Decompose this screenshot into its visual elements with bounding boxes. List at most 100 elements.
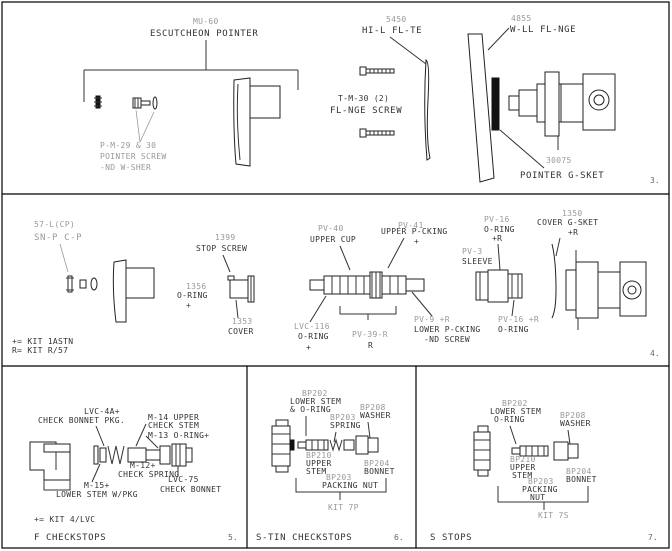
panel-number-5: 5. xyxy=(228,533,238,542)
handle-part xyxy=(112,259,155,323)
stop-screw-label: STOP SCREW xyxy=(196,244,247,253)
lvc116-plus: + xyxy=(306,343,311,352)
lvc4-label: CHECK BONNET PKG. xyxy=(38,416,125,425)
m14-code: M-14 UPPER xyxy=(148,413,199,422)
p6-d-label-1: UPPER xyxy=(306,459,332,468)
cover-label: COVER xyxy=(228,327,254,336)
panel-number-7: 7. xyxy=(648,533,658,542)
stop-screw-code: 1399 xyxy=(215,233,235,242)
wall-flange-label: W-LL FL-NGE xyxy=(510,25,576,35)
flange-label: HI-L FL-TE xyxy=(362,26,422,36)
cover-gasket-part xyxy=(551,243,557,319)
oring-label: O-RING xyxy=(177,291,208,300)
sleeve-part xyxy=(475,269,523,303)
kit-key-1: += KIT 1ASTN xyxy=(12,337,73,346)
p6-e-label: BONNET xyxy=(364,467,395,476)
p7-kit: KIT 7S xyxy=(538,511,569,520)
s-stop-body-part xyxy=(473,425,491,477)
pv39-code: PV-39-R xyxy=(352,330,388,339)
p7-c-label: WASHER xyxy=(560,419,591,428)
flange-code: 5450 xyxy=(386,15,406,24)
p7-f-code: BP203 xyxy=(528,477,554,486)
cover-gasket-plus: +R xyxy=(568,228,578,237)
p7-c-code: BP208 xyxy=(560,411,586,420)
satin-checkstops-title: S-TIN CHECKSTOPS xyxy=(256,533,352,543)
pointer-screw-code: P-M-29 & 30 xyxy=(100,141,156,150)
p6-c-label: WASHER xyxy=(360,411,391,420)
flange-screw-part-bottom xyxy=(359,128,395,138)
lvc116-code: LVC-116 xyxy=(294,322,330,331)
flange-screw-part-top xyxy=(359,66,395,76)
hi-l-flange-part xyxy=(424,59,431,161)
escutcheon-bracket xyxy=(83,40,299,102)
p6-f-label: PACKING NUT xyxy=(322,481,378,490)
pointer-screw-part xyxy=(94,95,102,109)
pv16a-plus: +R xyxy=(492,234,502,243)
kit-key-2: R= KIT R/57 xyxy=(12,346,68,355)
satin-stem-part xyxy=(297,435,379,455)
p7-a-label-2: O-RING xyxy=(494,415,525,424)
pv16b-label: O-RING xyxy=(498,325,529,334)
pv16a-label: O-RING xyxy=(484,225,515,234)
pv9-code: PV-9 +R xyxy=(414,315,450,324)
pointer-gasket-label: POINTER G-SKET xyxy=(520,171,604,181)
valve-body-part xyxy=(508,71,616,150)
p6-b-label: SPRING xyxy=(330,421,361,430)
p6-a-label-1: LOWER STEM xyxy=(290,397,341,406)
cover-code: 1353 xyxy=(232,317,252,326)
p7-f-label-2: NUT xyxy=(530,493,545,502)
m15-code: M-15+ xyxy=(84,481,110,490)
p6-e-code: BP204 xyxy=(364,459,390,468)
f-kit-key: += KIT 4/LVC xyxy=(34,515,95,524)
p6-f-code: BP203 xyxy=(326,473,352,482)
pv9-label-2: -ND SCREW xyxy=(424,335,470,344)
panel-stem: 57-L(CP) SN-P C-P 1399 STOP SCREW 1356 O… xyxy=(12,209,660,358)
p7-e-label: BONNET xyxy=(566,475,597,484)
pv3-code: PV-3 xyxy=(462,247,482,256)
pv41-label: UPPER P-CKING xyxy=(381,227,448,236)
panel-satin-checkstops: BP202 LOWER STEM & O-RING BP203 SPRING B… xyxy=(256,389,404,543)
pointer-gasket-part xyxy=(491,77,500,131)
pointer-washer-label: -ND W-SHER xyxy=(100,163,151,172)
check-stem-assembly-part xyxy=(93,443,193,467)
panel-f-checkstops: LVC-4A+ CHECK BONNET PKG. M-14 UPPER CHE… xyxy=(29,407,238,543)
pv16a-code: PV-16 xyxy=(484,215,510,224)
f-checkstops-title: F CHECKSTOPS xyxy=(34,533,106,543)
m14-label: CHECK STEM xyxy=(148,421,199,430)
p7-d-label-1: UPPER xyxy=(510,463,536,472)
oring-plus: + xyxy=(186,301,191,310)
p7-d-code: BP210 xyxy=(510,455,536,464)
wall-flange-part xyxy=(467,33,495,183)
p7-d-label-2: STEM xyxy=(512,471,532,480)
pv40-code: PV-40 xyxy=(318,224,344,233)
wall-flange-code: 4855 xyxy=(511,14,531,23)
panel-number-3: 3. xyxy=(650,176,660,185)
pointer-gasket-code: 30075 xyxy=(546,156,572,165)
m13-code: M-13 O-RING+ xyxy=(148,431,209,440)
oring-code: 1356 xyxy=(186,282,206,291)
pv16b-code: PV-16 +R xyxy=(498,315,539,324)
lvc75-code: LVC-75 xyxy=(168,475,199,484)
snap-cap-part xyxy=(66,275,98,293)
s-stop-stem-part xyxy=(511,441,579,461)
p6-d-code: BP210 xyxy=(306,451,332,460)
cover-gasket-code: 1350 xyxy=(562,209,582,218)
flange-screw-label: FL-NGE SCREW xyxy=(330,106,402,116)
snap-cap-label: SN-P C-P xyxy=(34,233,82,243)
pointer-screw-label: POINTER SCREW xyxy=(100,152,167,161)
m12-code: M-12+ xyxy=(130,461,156,470)
panel-number-4: 4. xyxy=(650,349,660,358)
escutcheon-pointer-part xyxy=(233,77,281,167)
escutcheon-label: ESCUTCHEON POINTER xyxy=(150,29,258,39)
p6-b-code: BP203 xyxy=(330,413,356,422)
lvc75-label: CHECK BONNET xyxy=(160,485,221,494)
p6-a-label-2: & O-RING xyxy=(290,405,331,414)
flange-screw-code: T-M-30 (2) xyxy=(338,94,389,103)
lvc116-label: O-RING xyxy=(298,332,329,341)
pv41-code: PV-41 xyxy=(398,221,424,230)
panel-escutcheon: MU-60 ESCUTCHEON POINTER P-M-29 & 30 POI… xyxy=(83,14,660,185)
pv9-label-1: LOWER P-CKING xyxy=(414,325,481,334)
pv40-label: UPPER CUP xyxy=(310,235,356,244)
cartridge-stem-part xyxy=(309,271,425,299)
